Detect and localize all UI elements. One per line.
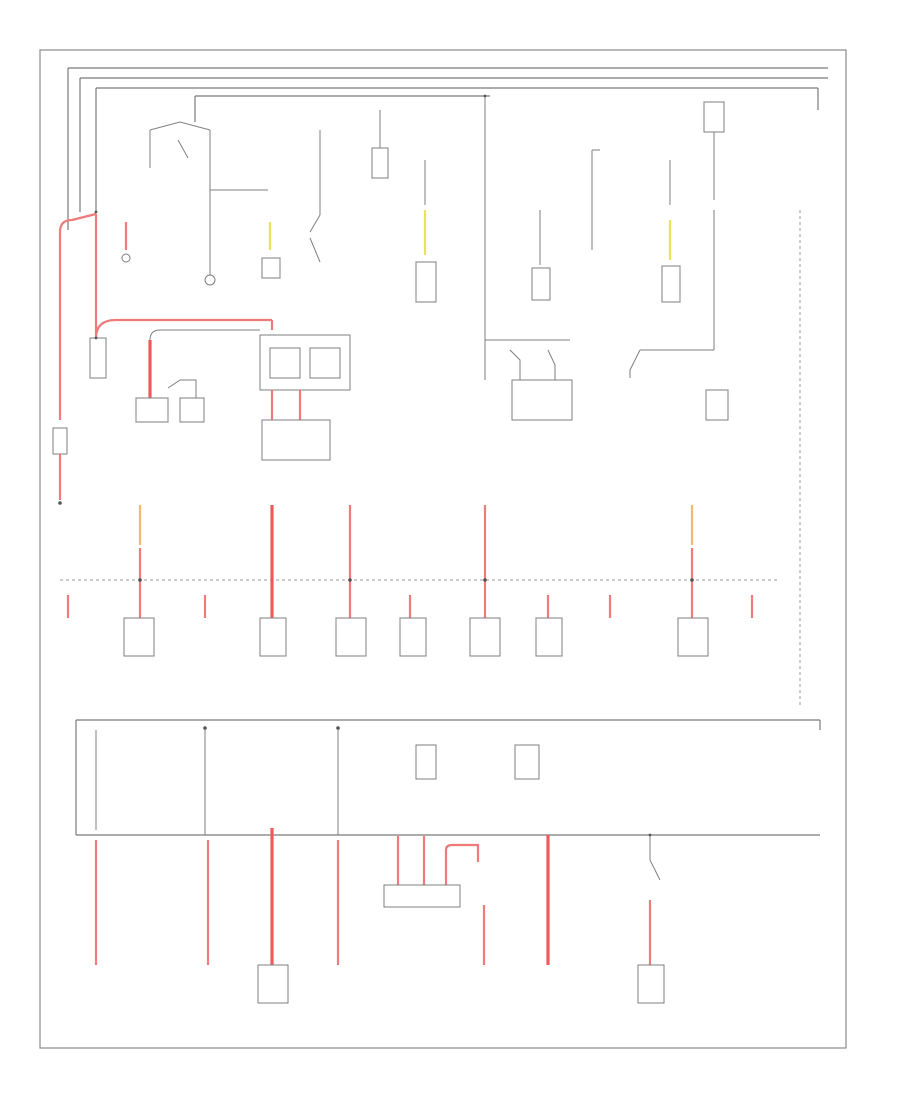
generator-box	[179, 397, 205, 423]
diagram-frame	[39, 49, 847, 1049]
battery-feed	[52, 212, 274, 505]
right-rear-door-module	[399, 617, 427, 657]
battery-box	[89, 337, 107, 379]
junction-block	[259, 334, 351, 461]
cigar-lighter-box	[415, 744, 437, 780]
ecm-box	[261, 419, 331, 461]
power-bus-lines	[67, 67, 828, 230]
left-front-door-module	[123, 617, 155, 657]
right-tie-line	[75, 210, 821, 835]
starter-box	[135, 397, 169, 423]
fuse-link-box	[52, 427, 68, 455]
radio-box	[514, 744, 540, 780]
module-row	[60, 505, 780, 657]
right-front-door-module	[335, 617, 367, 657]
rear-defogger-branch	[415, 160, 437, 303]
blower-branch	[629, 101, 729, 421]
lower-bus	[76, 726, 820, 836]
ignition-switch	[121, 121, 268, 286]
tail-fuse-branch	[371, 110, 389, 179]
headlamp-relay	[261, 130, 321, 279]
driver-seat-module	[535, 617, 563, 657]
abs-module-box	[511, 379, 573, 421]
center-feed	[484, 96, 600, 421]
left-rear-door-module	[469, 617, 501, 657]
hvac-control-box	[383, 884, 461, 908]
annotation-dots	[94, 94, 652, 837]
clock-box	[637, 964, 665, 1004]
passenger-seat-module	[677, 617, 709, 657]
rear-defogger-grid	[259, 617, 287, 657]
dome-lamp-box	[257, 964, 289, 1004]
lower-loads	[94, 828, 665, 1004]
